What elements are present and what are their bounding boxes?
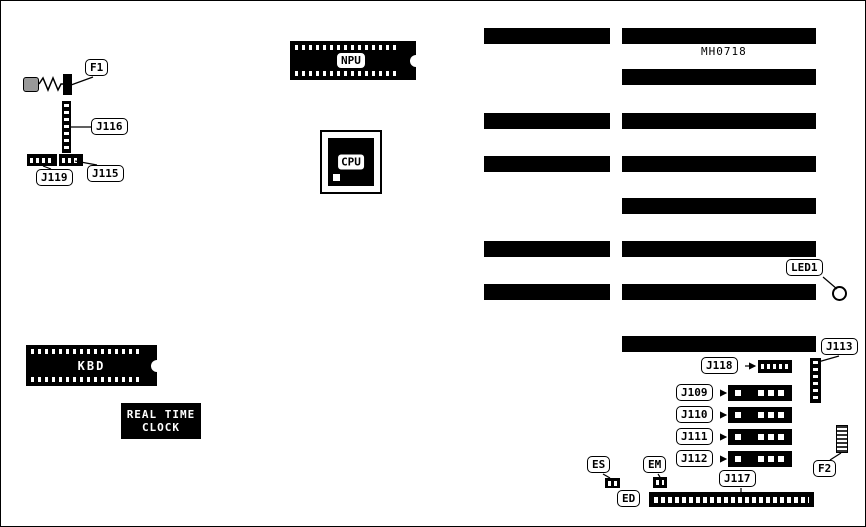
pin-row bbox=[295, 45, 400, 50]
j110-label: J110 bbox=[676, 406, 713, 423]
expansion-slot bbox=[484, 284, 610, 300]
j115-label: J115 bbox=[87, 165, 124, 182]
j111-jumper-block bbox=[728, 429, 792, 445]
pin-row bbox=[31, 349, 141, 354]
j118-connector bbox=[758, 360, 792, 373]
rtc-label-line1: REAL TIME bbox=[126, 408, 196, 421]
j115-connector bbox=[59, 154, 83, 166]
em-label: EM bbox=[643, 456, 667, 473]
pin1-marker bbox=[333, 174, 340, 181]
kbd-label: KBD bbox=[77, 358, 106, 373]
j116-label: J116 bbox=[91, 118, 128, 135]
j119-label: J119 bbox=[36, 169, 73, 186]
led1-label: LED1 bbox=[786, 259, 823, 276]
npu-chip bbox=[290, 41, 422, 80]
kbd-chip: KBD bbox=[26, 345, 163, 386]
cpu-label: CPU bbox=[337, 153, 365, 171]
led1-indicator bbox=[832, 286, 847, 301]
expansion-slot bbox=[484, 241, 610, 257]
j117-label: J117 bbox=[719, 470, 756, 487]
f2-fuse bbox=[836, 425, 848, 453]
j109-jumper-block bbox=[728, 385, 792, 401]
expansion-slot bbox=[622, 113, 816, 129]
pin-row bbox=[295, 71, 400, 76]
j109-label: J109 bbox=[676, 384, 713, 401]
j112-jumper-block bbox=[728, 451, 792, 467]
expansion-slot bbox=[622, 284, 816, 300]
f1-label: F1 bbox=[85, 59, 109, 76]
f1-fuse-end bbox=[63, 74, 72, 95]
ed-label: ED bbox=[617, 490, 641, 507]
expansion-slot bbox=[622, 28, 816, 44]
es-label: ES bbox=[587, 456, 611, 473]
j118-label: J118 bbox=[701, 357, 738, 374]
j110-jumper-block bbox=[728, 407, 792, 423]
expansion-slot bbox=[484, 113, 610, 129]
expansion-slot bbox=[622, 69, 816, 85]
expansion-slot bbox=[622, 156, 816, 172]
j113-label: J113 bbox=[821, 338, 858, 355]
j113-header bbox=[810, 358, 821, 403]
cpu-socket: CPU bbox=[320, 130, 382, 194]
f2-label: F2 bbox=[813, 460, 837, 477]
j119-connector bbox=[27, 154, 57, 166]
expansion-slot bbox=[622, 241, 816, 257]
pin-row bbox=[31, 377, 141, 382]
expansion-slot bbox=[484, 156, 610, 172]
part-number: MH0718 bbox=[701, 45, 747, 58]
em-connector bbox=[653, 477, 667, 488]
expansion-slot bbox=[622, 336, 816, 352]
rtc-label-line2: CLOCK bbox=[141, 421, 181, 434]
rtc-block: REAL TIME CLOCK bbox=[121, 403, 201, 439]
j117-pin-header bbox=[649, 492, 814, 507]
expansion-slot bbox=[484, 28, 610, 44]
j111-label: J111 bbox=[676, 428, 713, 445]
npu-label: NPU bbox=[336, 52, 366, 69]
chip-notch bbox=[410, 54, 422, 67]
expansion-slot bbox=[622, 198, 816, 214]
j112-label: J112 bbox=[676, 450, 713, 467]
es-connector bbox=[605, 478, 620, 488]
f1-fuse-cap bbox=[23, 77, 39, 92]
j116-header bbox=[62, 101, 71, 153]
chip-notch bbox=[151, 359, 163, 372]
